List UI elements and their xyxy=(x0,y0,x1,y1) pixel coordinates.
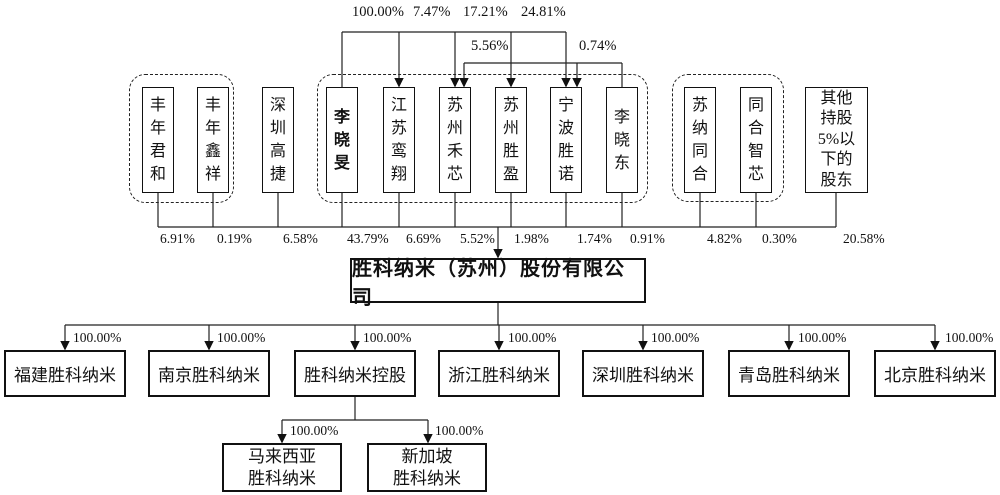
subsidiary-box-zhejiang: 浙江胜科纳米 xyxy=(438,350,560,397)
subsidiary-label: 北京胜科纳米 xyxy=(884,366,986,385)
shareholder-label: 丰年君和 xyxy=(149,97,166,183)
group-border-fengnian xyxy=(129,74,234,203)
stake-pct-fengnianjunhe: 6.91% xyxy=(160,231,195,246)
child-box-singapore: 新加坡 胜科纳米 xyxy=(367,443,487,492)
shareholder-box-suzhouhexin: 苏州禾芯 xyxy=(439,87,471,193)
stake-pct-ningboshengnuo: 1.74% xyxy=(577,231,612,246)
child-label: 马来西亚 胜科纳米 xyxy=(248,446,316,488)
company-box: 胜科纳米（苏州）股份有限公司 xyxy=(350,258,646,309)
subsidiary-box-qingdao: 青岛胜科纳米 xyxy=(728,350,850,397)
holding-to-children-lines xyxy=(277,397,433,444)
subsidiary-box-beijing: 北京胜科纳米 xyxy=(874,350,996,397)
subsidiary-pct-qingdao: 100.00% xyxy=(798,330,847,345)
child-label: 新加坡 胜科纳米 xyxy=(393,446,461,488)
shareholder-label: 苏纳同合 xyxy=(691,97,708,183)
subsidiary-pct-beijing: 100.00% xyxy=(945,330,994,345)
shareholder-box-fengnianxinxiang: 丰年鑫祥 xyxy=(197,87,229,193)
shareholder-label: 苏州禾芯 xyxy=(446,97,463,183)
ownership-pct-lixiaodong-suzhouhexin: 5.56% xyxy=(471,38,509,54)
stake-pct-tonghezhixin: 0.30% xyxy=(762,231,797,246)
shareholder-box-shenzhengaojie: 深圳高捷 xyxy=(262,87,294,193)
shareholder-label: 深圳高捷 xyxy=(269,97,286,183)
shareholder-label: 江苏鸾翔 xyxy=(390,97,407,183)
stake-pct-lixiaodong: 0.91% xyxy=(630,231,665,246)
child-pct-singapore: 100.00% xyxy=(435,423,484,438)
group-border-tonghe xyxy=(672,74,784,202)
stake-pct-fengnianxinxiang: 0.19% xyxy=(217,231,252,246)
ownership-pct-lixiaomin-ningboshengnuo: 24.81% xyxy=(521,4,566,20)
ownership-pct-lixiaomin-suzhoushengying: 17.21% xyxy=(463,4,508,20)
ownership-pct-lixiaomin-suzhouhexin: 7.47% xyxy=(413,4,451,20)
ownership-pct-lixiaodong-ningboshengnuo: 0.74% xyxy=(579,38,617,54)
stake-pct-lixiaomin: 43.79% xyxy=(347,231,389,246)
shareholder-label: 苏州胜盈 xyxy=(502,97,519,183)
subsidiary-pct-shenzhen: 100.00% xyxy=(651,330,700,345)
stake-pct-shenzhengaojie: 6.58% xyxy=(283,231,318,246)
subsidiary-label: 福建胜科纳米 xyxy=(14,366,116,385)
shareholder-box-lixiaodong: 李晓东 xyxy=(606,87,638,193)
stake-pct-jiangsuluanxiang: 6.69% xyxy=(406,231,441,246)
subsidiary-pct-holding: 100.00% xyxy=(363,330,412,345)
shareholder-box-lixiaomin: 李晓旻 xyxy=(326,87,358,193)
child-box-malaysia: 马来西亚 胜科纳米 xyxy=(222,443,342,492)
shareholder-label: 李晓东 xyxy=(613,108,630,172)
ownership-pct-lixiaomin-jiangsuluanxiang: 100.00% xyxy=(352,4,404,20)
shareholder-label: 宁波胜诺 xyxy=(557,97,574,183)
stake-pct-sunatonghe: 4.82% xyxy=(707,231,742,246)
shareholder-box-jiangsuluanxiang: 江苏鸾翔 xyxy=(383,87,415,193)
subsidiary-pct-nanjing: 100.00% xyxy=(217,330,266,345)
subsidiary-box-shenzhen: 深圳胜科纳米 xyxy=(582,350,704,397)
subsidiary-label: 青岛胜科纳米 xyxy=(738,366,840,385)
shareholder-box-ningboshengnuo: 宁波胜诺 xyxy=(550,87,582,193)
shareholder-label: 丰年鑫祥 xyxy=(204,97,221,183)
subsidiary-box-nanjing: 南京胜科纳米 xyxy=(148,350,270,397)
subsidiary-label: 胜科纳米控股 xyxy=(304,366,406,385)
subsidiary-label: 南京胜科纳米 xyxy=(158,366,260,385)
top-ownership-lines xyxy=(341,31,623,88)
subsidiary-pct-fujian: 100.00% xyxy=(73,330,122,345)
shareholder-label: 其他 持股 5%以 下的 股东 xyxy=(817,89,856,189)
group-border-lixiaomin xyxy=(317,74,648,203)
subsidiary-box-fujian: 福建胜科纳米 xyxy=(4,350,126,397)
shareholder-box-tonghezhixin: 同合智芯 xyxy=(740,87,772,193)
shareholder-box-sunatonghe: 苏纳同合 xyxy=(684,87,716,193)
subsidiary-pct-zhejiang: 100.00% xyxy=(508,330,557,345)
subsidiary-label: 浙江胜科纳米 xyxy=(448,366,550,385)
stake-pct-suzhoushengying: 1.98% xyxy=(514,231,549,246)
stake-pct-other-shareholders: 20.58% xyxy=(843,231,885,246)
company-name: 胜科纳米（苏州）股份有限公司 xyxy=(352,257,625,309)
shareholder-box-suzhoushengying: 苏州胜盈 xyxy=(495,87,527,193)
shareholder-label: 李晓旻 xyxy=(333,108,350,172)
shareholder-box-other-shareholders: 其他 持股 5%以 下的 股东 xyxy=(805,87,868,193)
shareholder-to-company-lines xyxy=(157,193,837,259)
subsidiary-box-holding: 胜科纳米控股 xyxy=(294,350,416,397)
stake-pct-suzhouhexin: 5.52% xyxy=(460,231,495,246)
shareholder-box-fengnianjunhe: 丰年君和 xyxy=(142,87,174,193)
child-pct-malaysia: 100.00% xyxy=(290,423,339,438)
subsidiary-label: 深圳胜科纳米 xyxy=(592,366,694,385)
shareholder-label: 同合智芯 xyxy=(747,97,764,183)
company-to-subsidiary-lines xyxy=(60,303,940,351)
